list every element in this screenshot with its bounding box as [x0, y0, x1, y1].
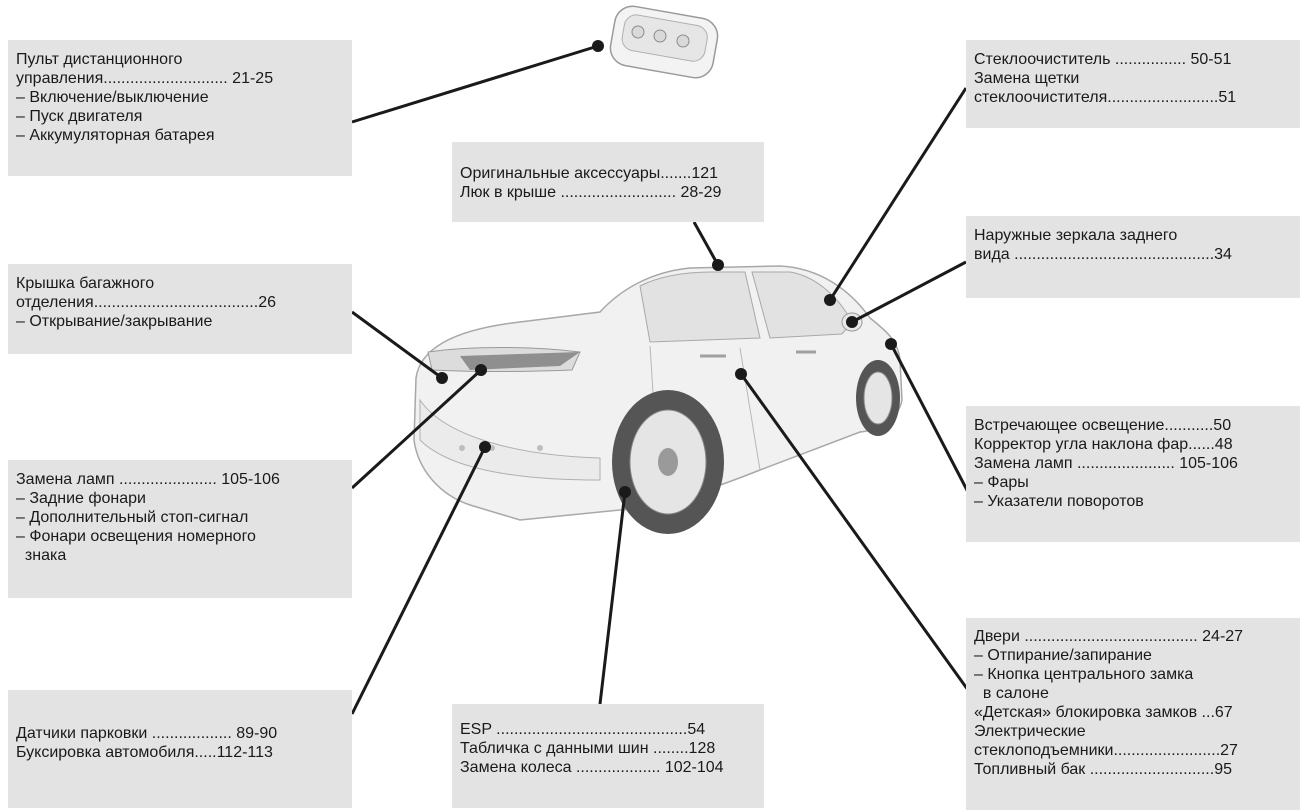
callout-line: – Кнопка центрального замка — [974, 666, 1194, 683]
callout-wiper: Стеклоочиститель ................ 50-51 … — [966, 40, 1300, 128]
callout-line: – Фары — [974, 474, 1029, 491]
callout-line: управления............................ 2… — [16, 70, 274, 87]
callout-line: – Дополнительный стоп-сигнал — [16, 509, 249, 526]
leader-dots — [436, 40, 897, 498]
callout-remote-control: Пульт дистанционного управления.........… — [8, 40, 352, 176]
callout-line: Замена щетки — [974, 70, 1080, 87]
callout-line: Люк в крыше .......................... 2… — [460, 184, 722, 201]
callout-line: Буксировка автомобиля.....112-113 — [16, 744, 273, 761]
callout-line: Датчики парковки .................. 89-9… — [16, 725, 278, 742]
callout-line: Замена ламп ...................... 105-1… — [16, 471, 280, 488]
callout-line: вида ...................................… — [974, 246, 1232, 263]
front-wheel — [856, 360, 900, 436]
callout-line: знака — [16, 547, 67, 564]
callout-accessories: Оригинальные аксессуары.......121 Люк в … — [452, 142, 764, 222]
callout-lighting: Встречающее освещение...........50 Корре… — [966, 406, 1300, 542]
callout-line: Замена ламп ...................... 105-1… — [974, 455, 1238, 472]
callout-trunk: Крышка багажного отделения..............… — [8, 264, 352, 354]
callout-line: – Аккумуляторная батарея — [16, 127, 215, 144]
callout-line: стеклоочистителя........................… — [974, 89, 1237, 106]
callout-line: «Детская» блокировка замков ...67 — [974, 704, 1233, 721]
callout-line: – Открывание/закрывание — [16, 313, 213, 330]
callout-rear-lamps: Замена ламп ...................... 105-1… — [8, 460, 352, 598]
callout-line: – Отпирание/запирание — [974, 647, 1152, 664]
callout-line: Оригинальные аксессуары.......121 — [460, 165, 719, 182]
callout-line: Стеклоочиститель ................ 50-51 — [974, 51, 1232, 68]
callout-line: Корректор угла наклона фар......48 — [974, 436, 1233, 453]
callout-line: – Пуск двигателя — [16, 108, 143, 125]
leader-lines — [350, 44, 970, 715]
callout-line: Пульт дистанционного — [16, 51, 183, 68]
callout-line: в салоне — [974, 685, 1049, 702]
callout-line: Наружные зеркала заднего — [974, 227, 1178, 244]
callout-line: Топливный бак ..........................… — [974, 761, 1232, 778]
rear-wheel — [612, 390, 724, 534]
callout-line: Замена колеса ................... 102-10… — [460, 759, 724, 776]
callout-line: – Задние фонари — [16, 490, 146, 507]
callout-mirrors: Наружные зеркала заднего вида ..........… — [966, 216, 1300, 298]
callout-line: – Включение/выключение — [16, 89, 209, 106]
callout-line: ESP ....................................… — [460, 721, 706, 738]
callout-line: – Указатели поворотов — [974, 493, 1144, 510]
callout-line: Двери ..................................… — [974, 628, 1244, 645]
callout-line: Табличка с данными шин ........128 — [460, 740, 716, 757]
callout-line: – Фонари освещения номерного — [16, 528, 256, 545]
callout-line: Электрические — [974, 723, 1086, 740]
callout-doors: Двери ..................................… — [966, 618, 1300, 810]
callout-line: Встречающее освещение...........50 — [974, 417, 1232, 434]
key-fob-icon — [609, 5, 719, 79]
callout-line: отделения...............................… — [16, 294, 276, 311]
callout-esp: ESP ....................................… — [452, 704, 764, 808]
callout-line: Крышка багажного — [16, 275, 155, 292]
callout-parking: Датчики парковки .................. 89-9… — [8, 690, 352, 808]
callout-line: стеклоподъемники........................… — [974, 742, 1238, 759]
